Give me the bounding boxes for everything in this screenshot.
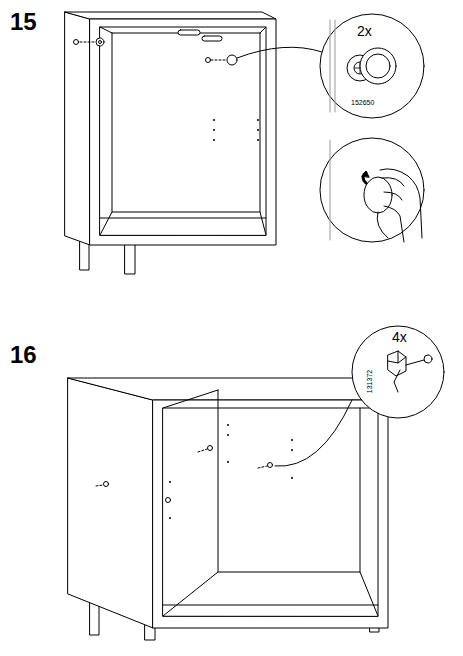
- step-number: 16: [10, 343, 37, 367]
- step-number: 15: [10, 10, 37, 34]
- cabinet-16: [68, 378, 388, 640]
- detail-circle-fitting: [320, 14, 424, 118]
- detail-circle-screw: [352, 326, 444, 418]
- part-number: 131372: [366, 370, 373, 393]
- quantity-label: 4x: [392, 330, 407, 344]
- detail-circle-hand: [320, 138, 424, 242]
- cabinet-15: [65, 12, 322, 274]
- quantity-label: 2x: [357, 24, 372, 38]
- part-number: 152650: [351, 99, 374, 106]
